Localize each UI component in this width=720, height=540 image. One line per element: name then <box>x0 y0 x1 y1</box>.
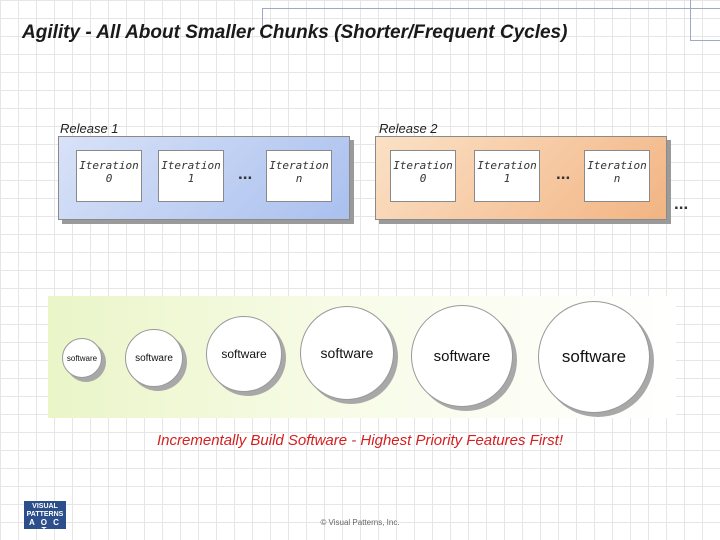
release-2-iteration-0: Iteration 0 <box>390 150 456 202</box>
release-2-label: Release 2 <box>379 121 438 136</box>
software-increment-4: software <box>300 306 394 400</box>
software-increment-2: software <box>125 329 183 387</box>
release-2-iteration-n: Iteration n <box>584 150 650 202</box>
more-releases-ellipsis: ... <box>674 194 689 213</box>
title-frame-line <box>262 8 720 39</box>
logo-text-3: A O C T <box>29 518 61 535</box>
copyright-notice: © Visual Patterns, Inc. <box>320 518 400 527</box>
software-increment-6: software <box>538 301 650 413</box>
software-increment-5: software <box>411 305 513 407</box>
software-increment-3: software <box>206 316 282 392</box>
logo-text-2: PATTERNS <box>26 511 64 518</box>
tagline: Incrementally Build Software - Highest P… <box>157 432 563 449</box>
slide-title: Agility - All About Smaller Chunks (Shor… <box>22 22 568 43</box>
release-1-iteration-0: Iteration 0 <box>76 150 142 202</box>
software-increment-1: software <box>62 338 102 378</box>
title-frame-corner <box>690 0 720 41</box>
release-2-ellipsis: ... <box>556 164 571 183</box>
logo-text-1: VISUAL <box>32 503 58 510</box>
release-2-iteration-1: Iteration 1 <box>474 150 540 202</box>
release-1-iteration-n: Iteration n <box>266 150 332 202</box>
visual-patterns-logo: VISUAL PATTERNS A O C T <box>24 501 66 535</box>
release-1-label: Release 1 <box>60 121 119 136</box>
release-1-ellipsis: ... <box>238 164 253 183</box>
release-1-iteration-1: Iteration 1 <box>158 150 224 202</box>
